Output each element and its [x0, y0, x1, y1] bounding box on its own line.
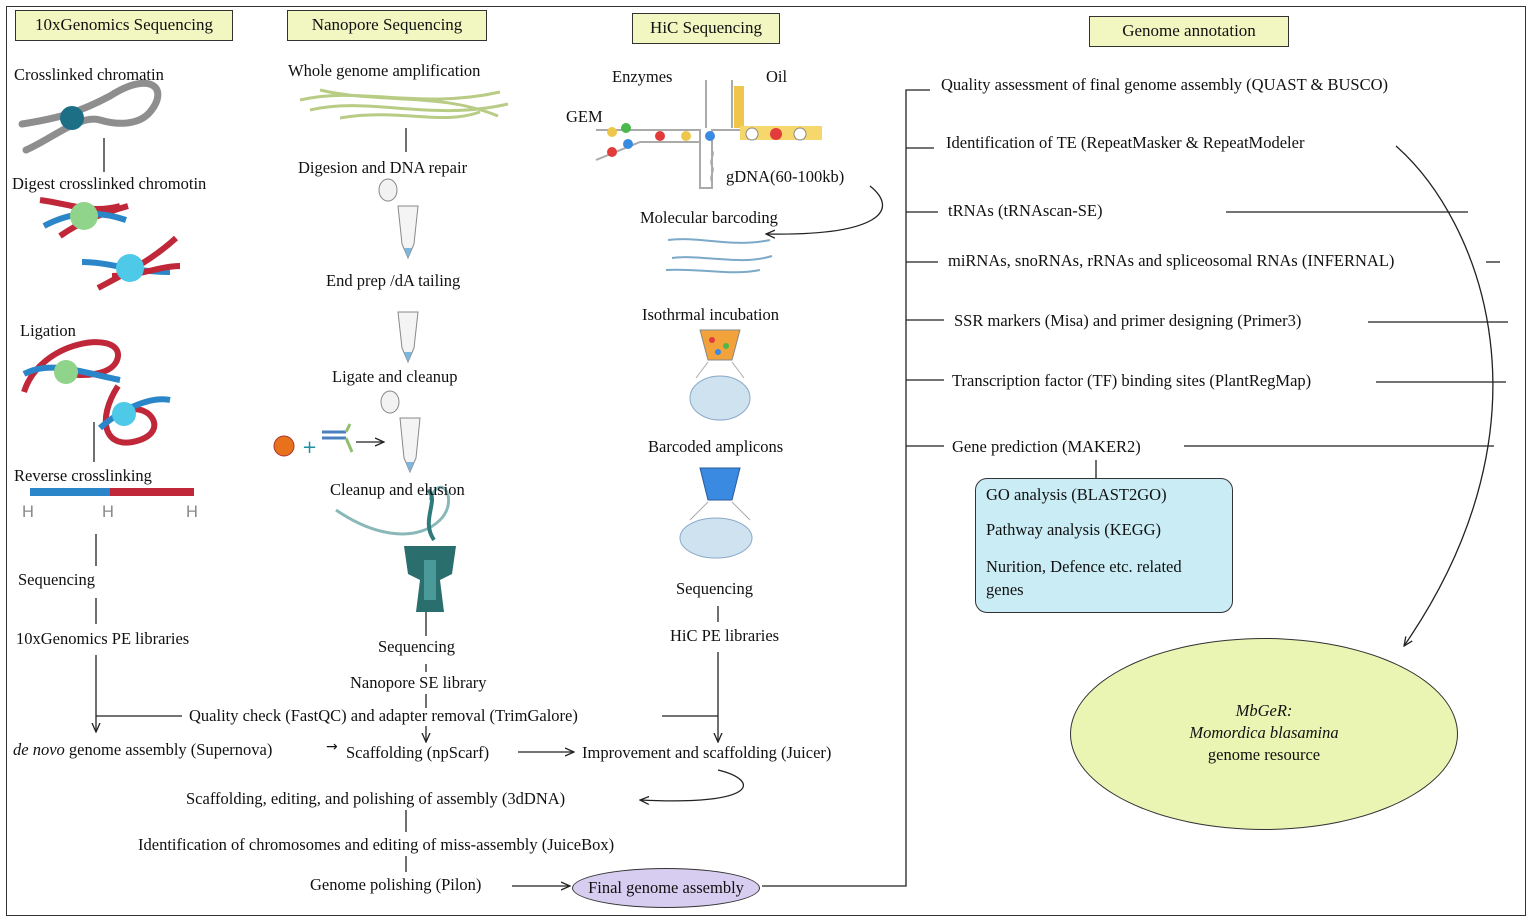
annotation-trnas: tRNAs (tRNAscan-SE) — [948, 201, 1103, 220]
annotation-gene-prediction: Gene prediction (MAKER2) — [952, 437, 1141, 456]
step-whole-genome-amplification: Whole genome amplification — [288, 61, 481, 80]
step-reverse-crosslinking: Reverse crosslinking — [14, 466, 152, 485]
step-juicebox: Identification of chromosomes and editin… — [138, 835, 615, 854]
step-digestion-repair: Digesion and DNA repair — [298, 158, 468, 177]
step-quality-check: Quality check (FastQC) and adapter remov… — [189, 706, 578, 725]
step-genome-polishing: Genome polishing (Pilon) — [310, 875, 482, 894]
label-gdna: gDNA(60-100kb) — [726, 167, 845, 186]
step-ligation: Ligation — [20, 321, 76, 340]
step-juicer-scaffolding: Improvement and scaffolding (Juicer) — [582, 743, 832, 762]
svg-text:+: + — [302, 437, 317, 458]
step-hic-libraries: HiC PE libraries — [670, 626, 780, 645]
pathway-analysis: Pathway analysis (KEGG) — [986, 520, 1162, 540]
step-nanopore-sequencing: Sequencing — [378, 637, 455, 656]
final-genome-assembly: Final genome assembly — [572, 868, 760, 908]
go-analysis: GO analysis (BLAST2GO) — [986, 485, 1167, 504]
step-molecular-barcoding: Molecular barcoding — [640, 208, 778, 227]
incubation-tube-illustration — [689, 329, 751, 421]
label-oil: Oil — [766, 67, 788, 86]
step-cleanup-elution: Cleanup and elusion — [330, 480, 465, 499]
resource-name: MbGeR: — [1235, 701, 1293, 720]
gdna-to-barcoding-arrow — [766, 185, 884, 234]
nanopore-sequencer-illustration — [335, 485, 456, 612]
microfluidic-chip-illustration — [595, 80, 822, 189]
step-end-prep: End prep /dA tailing — [326, 271, 461, 290]
denovo-italic: de novo — [13, 740, 65, 759]
resource-species: Momordica blasamina — [1189, 723, 1339, 742]
denovo-rest: genome assembly (Supernova) — [64, 740, 273, 759]
step-tenx-libraries: 10xGenomics PE libraries — [16, 629, 190, 648]
step-nanopore-library: Nanopore SE library — [350, 673, 487, 692]
step-crosslinked-chromatin: Crosslinked chromatin — [14, 65, 164, 84]
step-ligate-cleanup: Ligate and cleanup — [332, 367, 458, 386]
h-mark-2: H — [102, 503, 114, 521]
step-3ddna: Scaffolding, editing, and polishing of a… — [186, 789, 566, 808]
crosslinked-chromatin-illustration — [18, 79, 162, 154]
step-tenx-sequencing: Sequencing — [18, 570, 95, 589]
header-10x-genomics: 10xGenomics Sequencing — [15, 10, 233, 41]
annotation-quality-assessment: Quality assessment of final genome assem… — [941, 75, 1388, 94]
barcoded-fragments-illustration — [665, 238, 773, 274]
h-mark-3: H — [186, 503, 198, 521]
juicer-to-3ddna-arrow — [640, 769, 745, 801]
annotation-mirnas: miRNAs, snoRNAs, rRNAs and spliceosomal … — [948, 251, 1395, 270]
reverse-crosslinked-dna-illustration — [30, 488, 194, 496]
h-mark-1: H — [22, 503, 34, 521]
step-scaffolding-npscarf: Scaffolding (npScarf) — [346, 743, 490, 762]
annotation-to-resource-arrow — [1395, 145, 1494, 646]
nutrition-defence-genes: Nurition, Defence etc. related genes — [986, 557, 1182, 599]
amplicon-tube-illustration — [679, 467, 753, 559]
tube-icon-2 — [397, 311, 419, 364]
diagram-frame — [6, 6, 1526, 916]
label-gem: GEM — [566, 107, 603, 126]
step-barcoded-amplicons: Barcoded amplicons — [648, 437, 784, 456]
tube-icon-1 — [378, 178, 419, 260]
step-denovo-assembly: de novo genome assembly (Supernova) — [13, 740, 273, 759]
step-hic-sequencing: Sequencing — [676, 579, 753, 598]
step-digest-chromatin: Digest crosslinked chromotin — [12, 174, 207, 193]
annotation-ssr-markers: SSR markers (Misa) and primer designing … — [954, 311, 1302, 330]
label-enzymes: Enzymes — [612, 67, 673, 86]
header-genome-annotation: Genome annotation — [1089, 16, 1289, 47]
header-hic: HiC Sequencing — [632, 13, 780, 44]
digested-chromatin-illustration — [39, 197, 181, 291]
header-nanopore: Nanopore Sequencing — [287, 10, 487, 41]
final-to-annotation-line — [762, 89, 930, 887]
denovo-to-npscarf-arrow: → — [326, 739, 338, 755]
tube-icon-3 — [380, 390, 421, 474]
gene-analysis-box: GO analysis (BLAST2GO) Pathway analysis … — [975, 478, 1233, 613]
genome-resource-ellipse: MbGeR: Momordica blasamina genome resour… — [1070, 638, 1458, 830]
resource-label: genome resource — [1207, 745, 1321, 764]
annotation-tf-binding: Transcription factor (TF) binding sites … — [952, 371, 1312, 390]
annotation-te-identification: Identification of TE (RepeatMasker & Rep… — [946, 133, 1305, 152]
adapter-ligation-icon: + — [273, 423, 384, 458]
step-isothermal-incubation: Isothrmal incubation — [642, 305, 780, 324]
amplified-dna-illustration — [299, 88, 509, 120]
ligated-chromatin-illustration — [21, 339, 171, 446]
